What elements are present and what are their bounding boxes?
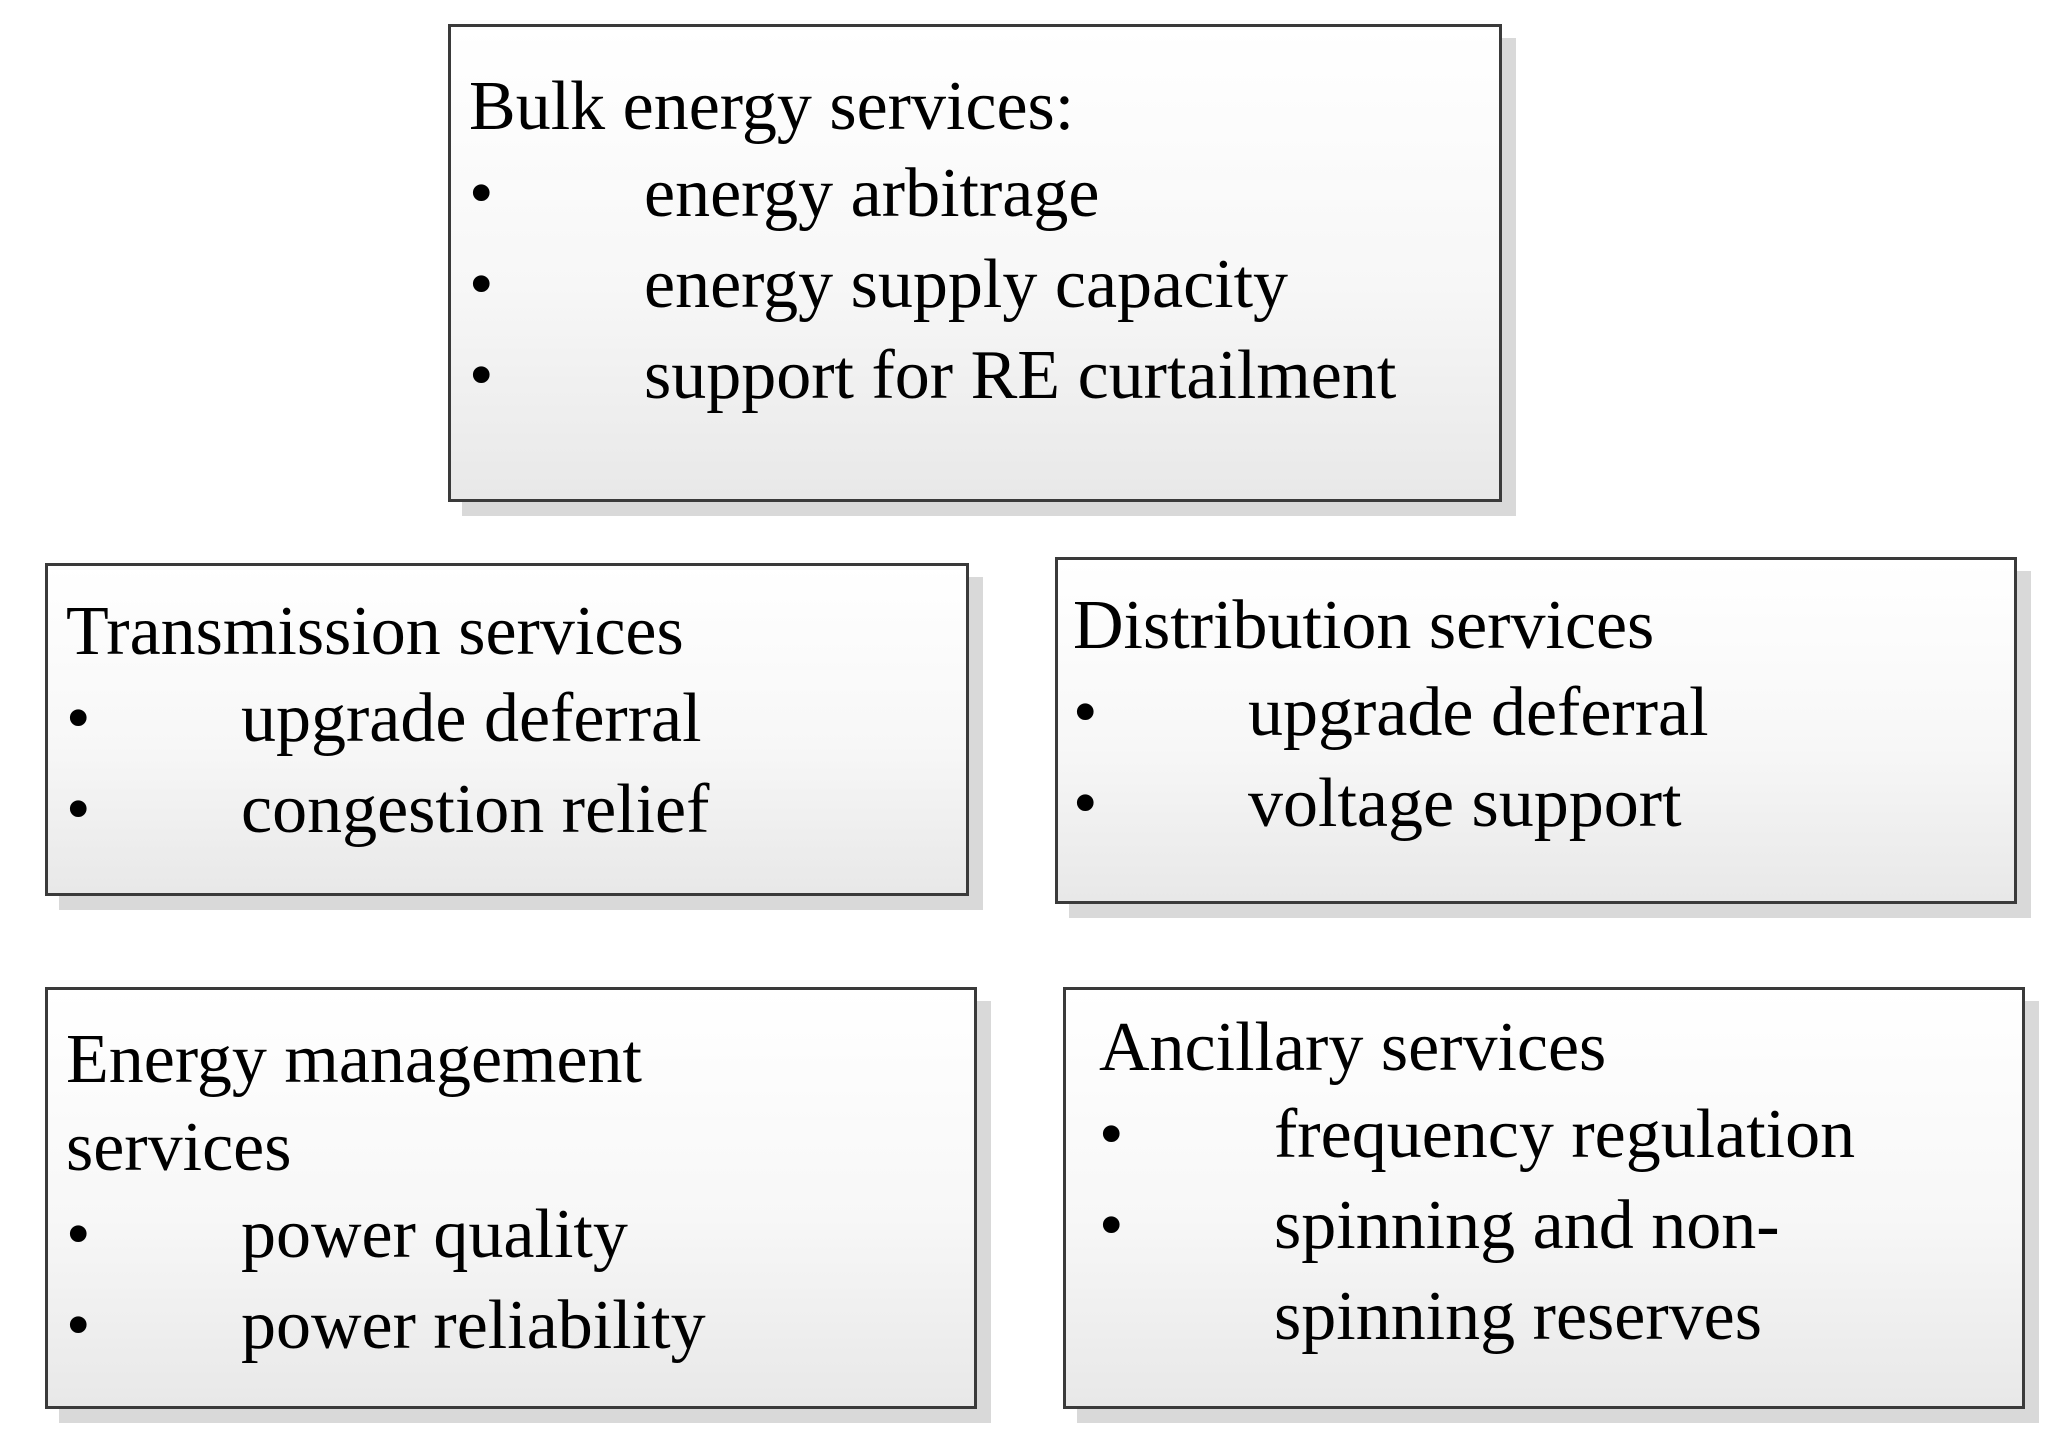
bullet-point: • (66, 1196, 91, 1273)
energy-management-title-line1: Energy management (66, 1021, 642, 1098)
bullet-text: power quality (241, 1196, 628, 1273)
bullet-point: • (1099, 1096, 1124, 1173)
bullet-text: spinning and non- (1274, 1187, 1780, 1264)
bullet-text-continued: spinning reserves (1274, 1278, 1762, 1355)
bullet-point: • (66, 771, 91, 848)
bullet-point: • (1099, 1187, 1124, 1264)
bullet-point: • (66, 1287, 91, 1364)
energy-management-title-line2: services (66, 1109, 292, 1186)
distribution-services-title: Distribution services (1073, 587, 1655, 664)
bulk-energy-services-box: Bulk energy services: • energy arbitrage… (448, 24, 1502, 502)
bullet-point: • (1073, 674, 1098, 751)
transmission-services-title: Transmission services (66, 593, 684, 670)
bullet-point: • (469, 155, 494, 232)
bullet-text: frequency regulation (1274, 1096, 1856, 1173)
bullet-text: energy arbitrage (644, 155, 1100, 232)
ancillary-services-title: Ancillary services (1099, 1009, 1607, 1086)
bullet-point: • (469, 337, 494, 414)
bullet-text: energy supply capacity (644, 246, 1289, 323)
transmission-services-box: Transmission services • upgrade deferral… (45, 563, 969, 896)
bullet-point: • (66, 680, 91, 757)
bullet-text: congestion relief (241, 771, 710, 848)
distribution-services-box: Distribution services • upgrade deferral… (1055, 557, 2017, 904)
energy-management-services-box: Energy management services • power quali… (45, 987, 977, 1409)
bullet-text: power reliability (241, 1287, 706, 1364)
ancillary-services-box: Ancillary services • frequency regulatio… (1063, 987, 2025, 1409)
bullet-point: • (469, 246, 494, 323)
bulk-energy-services-title: Bulk energy services: (469, 68, 1075, 145)
bullet-text: upgrade deferral (1248, 674, 1709, 751)
bullet-text: upgrade deferral (241, 680, 702, 757)
bullet-text: support for RE curtailment (644, 337, 1397, 414)
bullet-point: • (1073, 765, 1098, 842)
bullet-text: voltage support (1248, 765, 1682, 842)
